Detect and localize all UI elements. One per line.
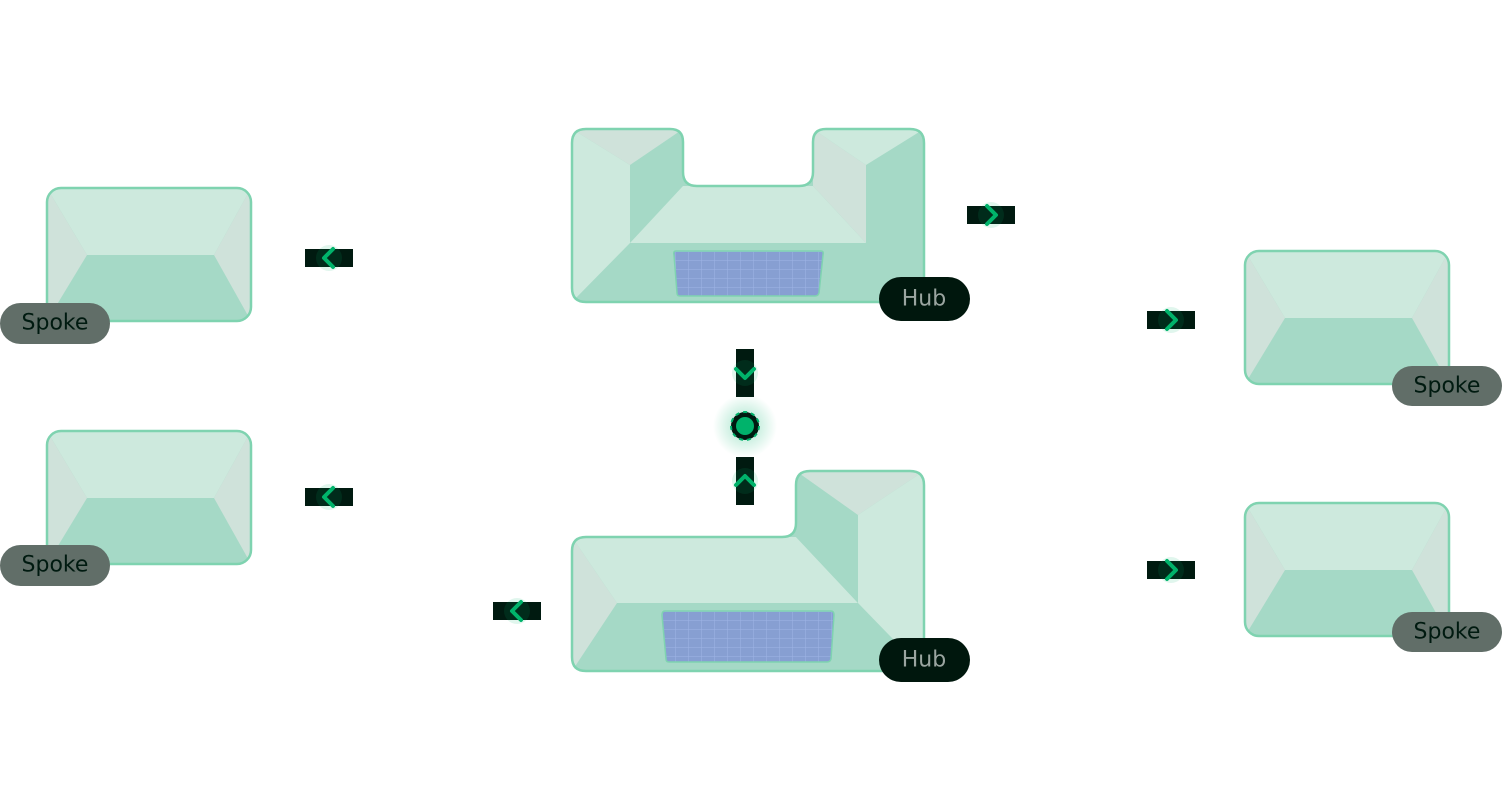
junction-node-icon	[713, 394, 777, 458]
chevron-up-icon	[730, 455, 760, 507]
hub-badge: Hub	[879, 638, 970, 682]
chevron-right-icon	[965, 200, 1017, 230]
hub-bottom[interactable]: Hub	[570, 469, 970, 682]
chevron-left-icon	[303, 482, 355, 512]
spoke-label: Spoke	[22, 553, 89, 578]
spoke-right-bottom[interactable]: Spoke	[1245, 503, 1502, 652]
spoke-left-bottom[interactable]: Spoke	[0, 431, 251, 586]
spoke-label: Spoke	[22, 311, 89, 336]
hub-screen	[661, 610, 835, 663]
chevron-left-icon	[303, 243, 355, 273]
spoke-right-top[interactable]: Spoke	[1245, 251, 1502, 406]
hub-screen	[673, 250, 824, 297]
spoke-label: Spoke	[1414, 620, 1481, 645]
chevron-left-icon	[491, 596, 543, 626]
spoke-label: Spoke	[1414, 374, 1481, 399]
hub-top[interactable]: Hub	[570, 127, 970, 321]
spoke-left-top[interactable]: Spoke	[0, 188, 251, 344]
chevron-right-icon	[1145, 555, 1197, 585]
chevron-right-icon	[1145, 305, 1197, 335]
hub-label: Hub	[902, 648, 946, 673]
chevron-down-icon	[730, 347, 760, 399]
hub-badge: Hub	[879, 277, 970, 321]
hub-label: Hub	[902, 287, 946, 312]
